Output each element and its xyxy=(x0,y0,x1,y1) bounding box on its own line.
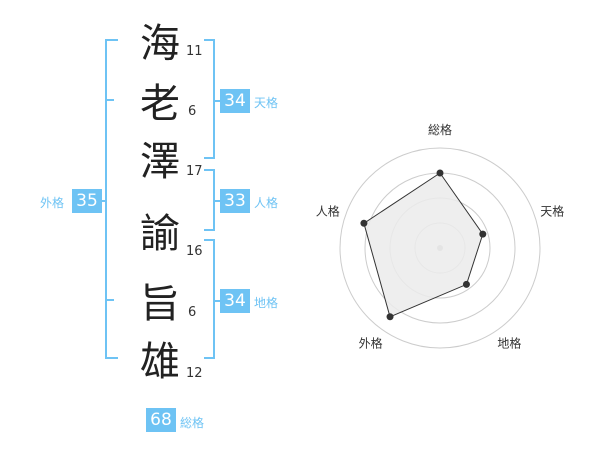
stroke-count-4: 16 xyxy=(186,244,203,259)
soukaku-label: 総格 xyxy=(180,416,205,430)
name-char-3: 澤 xyxy=(140,139,180,185)
radar-ring-4 xyxy=(339,147,541,349)
radar-point-3 xyxy=(462,280,470,288)
radar-axis-label-1: 総格 xyxy=(428,122,452,137)
jinkaku-badge: 33 xyxy=(220,189,250,213)
radar-axis-label-3: 地格 xyxy=(497,336,521,351)
jinkaku-label: 人格 xyxy=(254,196,279,210)
radar-point-5 xyxy=(360,219,368,227)
tenkaku-badge: 34 xyxy=(220,89,250,113)
stroke-count-5: 6 xyxy=(188,305,197,320)
name-char-6: 雄 xyxy=(140,339,180,385)
name-char-5: 旨 xyxy=(140,281,180,327)
name-char-4: 諭 xyxy=(140,211,180,257)
gaikaku-bracket xyxy=(105,39,118,359)
stroke-count-2: 6 xyxy=(188,104,197,119)
gaikaku-badge: 35 xyxy=(72,189,102,213)
radar-axis-label-2: 天格 xyxy=(540,204,564,219)
radar-axis-label-4: 外格 xyxy=(359,336,383,351)
radar-point-4 xyxy=(386,313,394,321)
gaikaku-label: 外格 xyxy=(40,196,65,210)
name-char-2: 老 xyxy=(140,81,180,127)
radar-point-1 xyxy=(436,169,444,177)
chikaku-badge: 34 xyxy=(220,289,250,313)
stroke-count-6: 12 xyxy=(186,366,203,381)
chikaku-bracket xyxy=(204,239,215,359)
chikaku-label: 地格 xyxy=(254,296,279,310)
stroke-count-3: 17 xyxy=(186,164,203,179)
radar-series-polygon xyxy=(363,172,484,318)
stroke-count-1: 11 xyxy=(186,44,203,59)
soukaku-badge: 68 xyxy=(146,408,176,432)
tenkaku-label: 天格 xyxy=(254,96,279,110)
radar-point-2 xyxy=(479,230,487,238)
tenkaku-bracket xyxy=(204,39,215,159)
radar-axis-label-5: 人格 xyxy=(316,204,340,219)
radar-series-points xyxy=(360,169,487,321)
name-char-1: 海 xyxy=(140,21,180,67)
